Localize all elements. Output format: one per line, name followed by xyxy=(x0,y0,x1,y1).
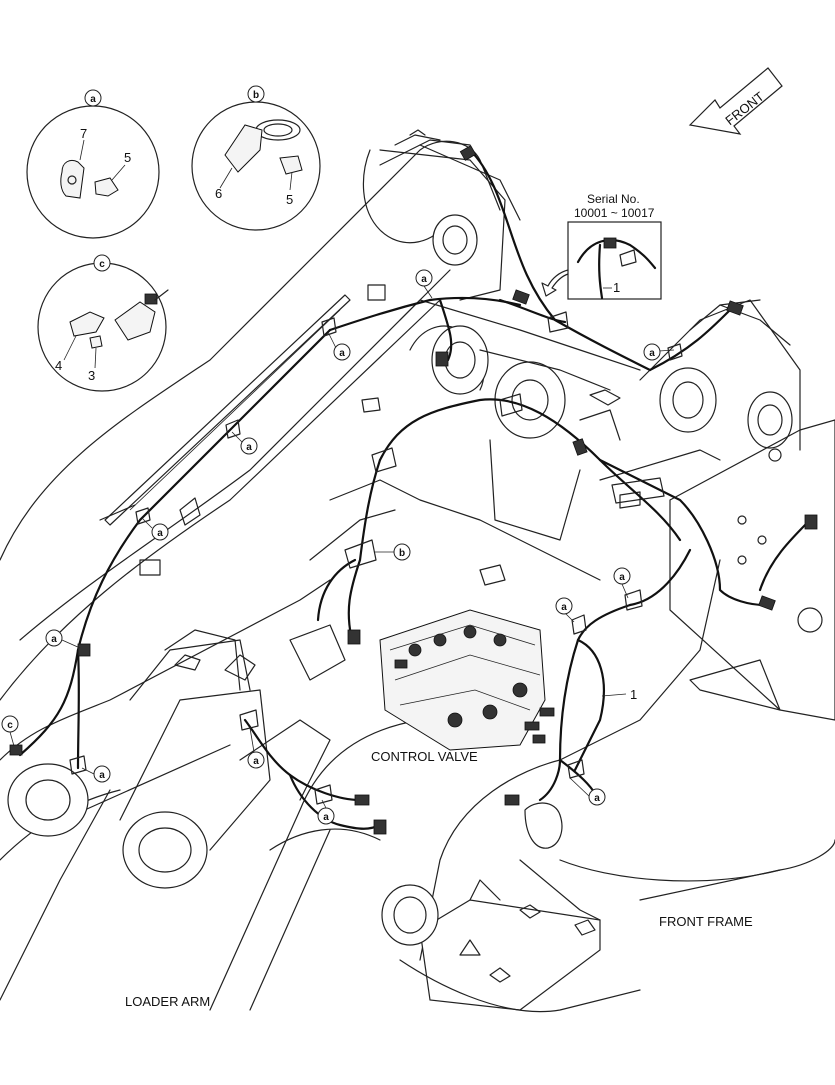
detail-a-tag: a xyxy=(90,94,96,105)
svg-text:a: a xyxy=(594,793,600,804)
wiring-harness xyxy=(9,145,818,849)
detail-a-part-5: 5 xyxy=(124,150,131,165)
callout-tag-a: a xyxy=(317,799,335,825)
harness-part-1: 1 xyxy=(630,687,637,702)
callout-tag-a: a xyxy=(231,431,258,455)
svg-text:a: a xyxy=(421,274,427,285)
detail-view-b: b 6 5 xyxy=(191,85,321,231)
serial-label: Serial No. xyxy=(587,192,640,206)
callout-tag-a: a xyxy=(613,567,631,599)
control-valve-label: CONTROL VALVE xyxy=(371,749,478,764)
callout-tag-a: a xyxy=(247,727,265,769)
detail-b-tag: b xyxy=(253,90,259,101)
svg-text:a: a xyxy=(246,442,252,453)
callout-tag-a: a xyxy=(569,777,606,806)
serial-range: 10001 ~ 10017 xyxy=(574,206,655,220)
svg-text:a: a xyxy=(619,572,625,583)
svg-text:b: b xyxy=(399,548,405,559)
detail-b-part-5: 5 xyxy=(286,192,293,207)
front-direction-arrow: FRONT xyxy=(688,67,783,135)
svg-text:a: a xyxy=(339,348,345,359)
svg-text:a: a xyxy=(157,528,163,539)
svg-text:a: a xyxy=(649,348,655,359)
detail-view-c: c 4 3 xyxy=(37,254,169,392)
svg-text:a: a xyxy=(99,770,105,781)
detail-b-part-6: 6 xyxy=(215,186,222,201)
svg-text:c: c xyxy=(7,720,13,731)
callout-tags: a a a a a a a xyxy=(1,269,675,825)
harness-part-number: 1 xyxy=(601,687,637,702)
serial-part-1: 1 xyxy=(613,280,620,295)
front-frame-drawing xyxy=(289,129,835,1013)
callout-tag-a: a xyxy=(327,331,351,361)
svg-text:a: a xyxy=(51,634,57,645)
detail-a-part-7: 7 xyxy=(80,126,87,141)
detail-view-a: a 7 5 xyxy=(26,89,160,239)
callout-tag-c: c xyxy=(1,715,19,747)
loader-arm-label: LOADER ARM xyxy=(125,994,210,1009)
detail-c-tag: c xyxy=(99,259,105,270)
svg-text:a: a xyxy=(323,812,329,823)
callout-tag-a: a xyxy=(643,343,675,361)
callout-tag-a: a xyxy=(141,517,169,541)
callout-tag-b: b xyxy=(374,543,411,561)
callout-tag-a: a xyxy=(45,629,81,649)
callout-tag-a: a xyxy=(555,597,575,623)
detail-c-part-3: 3 xyxy=(88,368,95,383)
serial-inset: Serial No. 10001 ~ 10017 1 xyxy=(541,192,662,300)
front-frame-label: FRONT FRAME xyxy=(659,914,753,929)
callout-tag-a: a xyxy=(81,765,111,783)
callout-tag-a: a xyxy=(415,269,433,299)
control-valve-drawing xyxy=(379,609,555,751)
detail-c-part-4: 4 xyxy=(55,358,62,373)
loader-arm-drawing xyxy=(0,139,501,1011)
svg-text:a: a xyxy=(561,602,567,613)
svg-text:a: a xyxy=(253,756,259,767)
